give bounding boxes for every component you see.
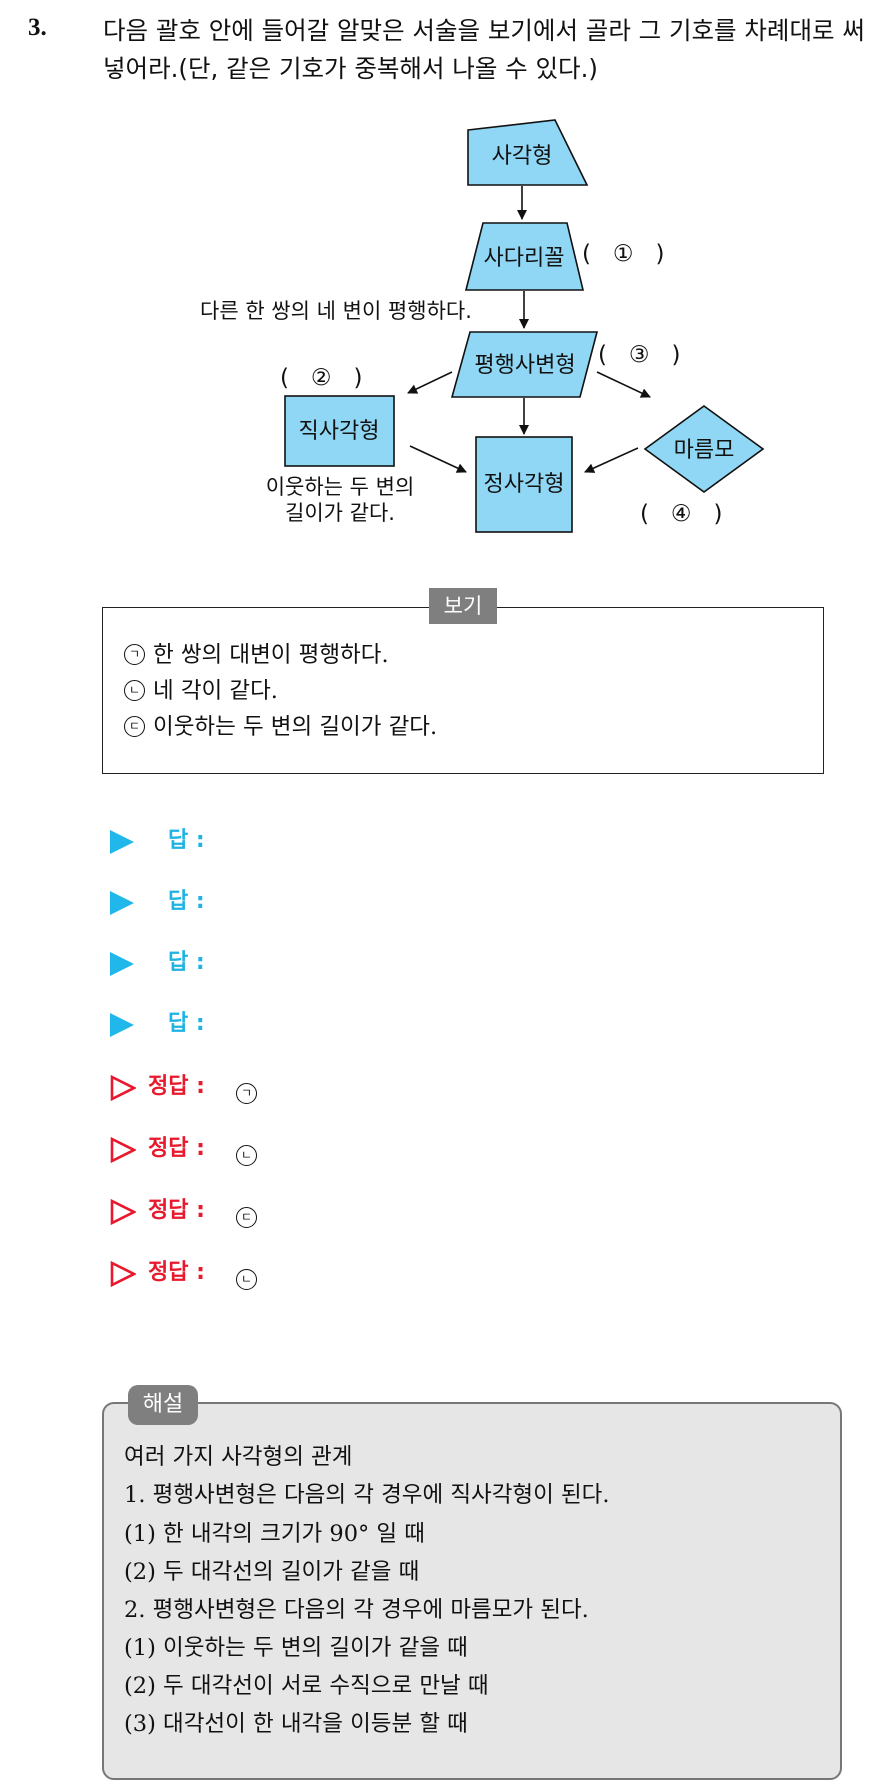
- blank-1: ( ① ): [582, 241, 664, 267]
- solution-box: [102, 1402, 842, 1780]
- bogi-item-symbol: ㄴ: [124, 679, 145, 701]
- square-shape: [475, 436, 573, 533]
- outline-triangle-icon: [110, 1075, 136, 1101]
- square-label: 정사각형: [484, 472, 565, 497]
- answer-key-value: ㄴ: [236, 1269, 257, 1290]
- answer-key-value: ㄷ: [236, 1207, 257, 1228]
- answer-key-label: 정답 :: [148, 1260, 205, 1285]
- parallelogram-label: 평행사변형: [474, 353, 575, 378]
- solution-label: 해설: [128, 1385, 198, 1425]
- rhombus-shape: [643, 405, 765, 493]
- arrow-parallelogram-to-rectangle: [407, 371, 453, 394]
- answer-key-label: 정답 :: [148, 1136, 205, 1161]
- bogi-label: 보기: [429, 588, 497, 624]
- note-parallel: 다른 한 쌍의 네 변이 평행하다.: [200, 299, 472, 323]
- quadrilateral-label: 사각형: [492, 144, 553, 169]
- blank-3: ( ③ ): [598, 342, 680, 368]
- question-text: 다음 괄호 안에 들어갈 알맞은 서술을 보기에서 골라 그 기호를 차례대로 …: [103, 16, 865, 83]
- solution-line: (2) 두 대각선의 길이가 같을 때: [124, 1559, 420, 1585]
- answer-label: 답 :: [168, 889, 205, 914]
- bogi-item-symbol: ㄷ: [124, 715, 145, 737]
- bogi-item-text: 네 각이 같다.: [153, 678, 278, 704]
- blank-2: ( ② ): [280, 365, 362, 391]
- bogi-item-symbol: ㄱ: [124, 643, 145, 665]
- answer-label: 답 :: [168, 950, 205, 975]
- solution-line: 여러 가지 사각형의 관계: [124, 1444, 353, 1470]
- rectangle-shape: [284, 395, 395, 467]
- answer-key-value: ㄱ: [236, 1083, 257, 1104]
- outline-triangle-icon: [110, 1261, 136, 1287]
- solution-line: (2) 두 대각선이 서로 수직으로 만날 때: [124, 1673, 489, 1699]
- play-triangle-icon: [110, 891, 134, 915]
- trapezoid-shape: [464, 222, 585, 291]
- bogi-item: ㄴ 네 각이 같다.: [124, 674, 278, 708]
- arrow-rhombus-to-square: [584, 447, 639, 473]
- answer-key-label: 정답 :: [148, 1074, 205, 1099]
- solution-line: (1) 한 내각의 크기가 90° 일 때: [124, 1521, 425, 1547]
- bogi-item: ㄱ 한 쌍의 대변이 평행하다.: [124, 638, 389, 672]
- quadrilateral-shape: [467, 119, 589, 186]
- trapezoid-label: 사다리꼴: [484, 246, 565, 271]
- note-adjacent-line2: 길이가 같다.: [285, 501, 395, 525]
- note-adjacent-line1: 이웃하는 두 변의: [266, 475, 415, 499]
- answer-key-value: ㄴ: [236, 1145, 257, 1166]
- outline-triangle-icon: [110, 1137, 136, 1163]
- solution-line: 1. 평행사변형은 다음의 각 경우에 직사각형이 된다.: [124, 1482, 610, 1508]
- arrow-rectangle-to-square: [409, 445, 467, 473]
- rectangle-label: 직사각형: [299, 419, 380, 444]
- quadrilateral-diagram: 사각형 사다리꼴 ( ① ) 다른 한 쌍의 네 변이 평행하다. 평행사변형 …: [200, 119, 765, 533]
- arrow-parallelogram-to-rhombus: [596, 371, 651, 398]
- play-triangle-icon: [110, 830, 134, 854]
- answer-key-label: 정답 :: [148, 1198, 205, 1223]
- answer-label: 답 :: [168, 828, 205, 853]
- blank-4: ( ④ ): [640, 501, 722, 527]
- solution-line: (1) 이웃하는 두 변의 길이가 같을 때: [124, 1635, 468, 1661]
- question-number: 3.: [28, 14, 47, 41]
- answer-label: 답 :: [168, 1011, 205, 1036]
- bogi-item-text: 이웃하는 두 변의 길이가 같다.: [153, 714, 438, 740]
- play-triangle-icon: [110, 952, 134, 976]
- bogi-item: ㄷ 이웃하는 두 변의 길이가 같다.: [124, 710, 437, 744]
- parallelogram-shape: [450, 331, 599, 398]
- rhombus-label: 마름모: [674, 438, 735, 463]
- solution-line: (3) 대각선이 한 내각을 이등분 할 때: [124, 1711, 468, 1737]
- bogi-item-text: 한 쌍의 대변이 평행하다.: [153, 642, 389, 668]
- solution-line: 2. 평행사변형은 다음의 각 경우에 마름모가 된다.: [124, 1597, 589, 1623]
- outline-triangle-icon: [110, 1199, 136, 1225]
- play-triangle-icon: [110, 1013, 134, 1037]
